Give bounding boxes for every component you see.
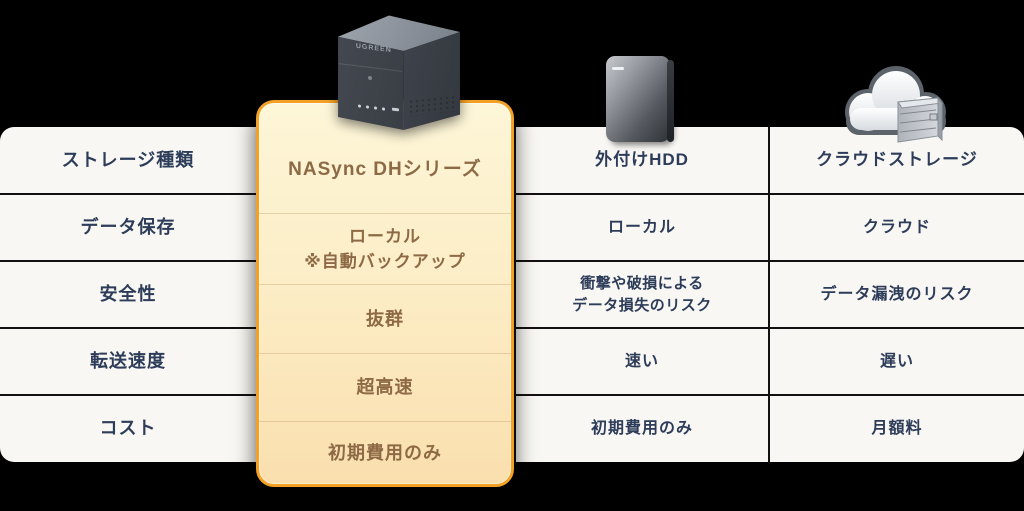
hdd-data-storage: ローカル [607, 218, 676, 236]
criteria-data-storage: データ保存 [80, 217, 176, 238]
criteria-cost: コスト [99, 418, 157, 439]
column-title-hdd: 外付けHDD [595, 150, 689, 170]
nas-device-image: UGREEN [330, 12, 464, 130]
column-divider-hdd-cloud [768, 127, 770, 462]
column-title-nasync: NASync DHシリーズ [288, 158, 482, 180]
nas-transfer-speed: 超高速 [259, 353, 511, 421]
nas-cost: 初期費用のみ [259, 421, 511, 484]
hdd-transfer-speed: 速い [624, 352, 659, 370]
hdd-led-indicator [611, 67, 624, 71]
cloud-cost: 月額料 [871, 419, 923, 437]
nas-highlight-card: NASync DHシリーズ ローカル ※自動バックアップ 抜群 超高速 初期費用… [256, 100, 514, 487]
column-divider-nas-hdd [514, 127, 516, 462]
criteria-transfer-speed: 転送速度 [90, 351, 166, 372]
nas-front-face [338, 36, 404, 130]
table-grid: ストレージ種類 外付けHDD クラウドストレージ データ保存 ローカル クラウド… [0, 127, 1024, 462]
criteria-safety: 安全性 [99, 284, 157, 305]
cloud-data-storage: クラウド [862, 218, 931, 236]
file-drawer [897, 96, 943, 143]
external-hdd-image [606, 56, 674, 142]
cloud-transfer-speed: 遅い [879, 352, 914, 370]
hdd-safety: 衝撃や破損による データ損失のリスク [572, 274, 712, 314]
column-title-cloud: クラウドストレージ [816, 150, 978, 170]
nas-safety: 抜群 [259, 284, 511, 353]
nas-usb-port [391, 107, 399, 112]
criteria-storage-type: ストレージ種類 [61, 150, 195, 171]
nas-data-storage: ローカル ※自動バックアップ [259, 213, 511, 284]
nas-power-button [367, 75, 372, 80]
cloud-storage-image [838, 62, 954, 146]
hdd-cost: 初期費用のみ [590, 419, 693, 437]
cloud-safety: データ漏洩のリスク [820, 285, 974, 303]
cloud-with-drawer-icon [845, 66, 946, 143]
